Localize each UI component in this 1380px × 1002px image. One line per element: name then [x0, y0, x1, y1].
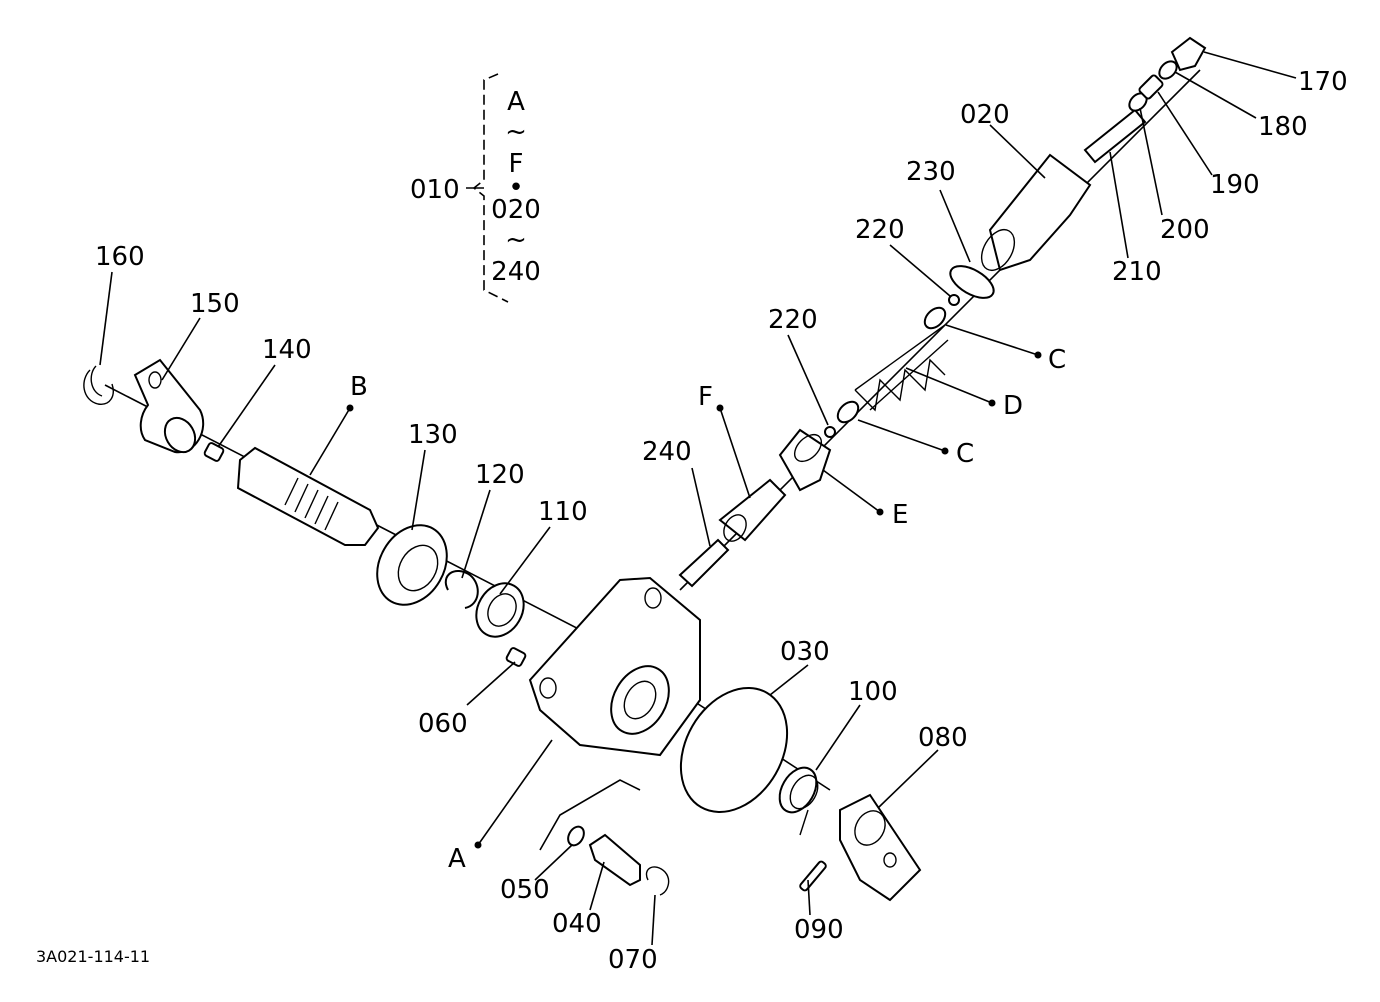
- part-230-o-ring: [949, 265, 995, 299]
- label-130: 130: [408, 420, 458, 450]
- callout-labels: 160 150 140 B 130 120 110 060 A 050 040 …: [95, 67, 1348, 975]
- label-060: 060: [418, 709, 468, 739]
- label-240: 240: [642, 437, 692, 467]
- label-040: 040: [552, 909, 602, 939]
- label-090: 090: [794, 915, 844, 945]
- part-C-retainer-upper: [923, 306, 947, 330]
- label-140: 140: [262, 335, 312, 365]
- bracket-line-2: F: [509, 149, 524, 179]
- bracket-line-0: A: [507, 87, 525, 117]
- label-A: A: [448, 844, 466, 874]
- label-110: 110: [538, 497, 588, 527]
- part-180-washer: [1158, 60, 1178, 80]
- part-070-clip: [645, 866, 670, 896]
- bracket-line-1: ~: [505, 117, 527, 147]
- bracket-line-5: ~: [505, 225, 527, 255]
- part-040-valve: [588, 833, 641, 887]
- label-200: 200: [1160, 215, 1210, 245]
- bracket-line-3: •: [508, 173, 523, 203]
- part-170-cap-nut: [1170, 36, 1207, 72]
- part-220-ball-upper: [948, 294, 960, 306]
- part-C-retainer-lower: [836, 400, 860, 424]
- part-050-o-ring: [567, 825, 585, 847]
- label-010: 010: [410, 175, 460, 205]
- label-C-upper: C: [1048, 345, 1066, 375]
- part-030-o-ring: [679, 687, 789, 813]
- part-150-lever: [133, 358, 205, 454]
- part-160-circlip: [83, 365, 114, 405]
- part-060-plug: [505, 647, 527, 667]
- part-140-plug: [203, 442, 225, 462]
- part-F-plunger: [718, 478, 787, 542]
- label-F: F: [698, 382, 713, 412]
- part-E-seat: [778, 428, 832, 492]
- label-210: 210: [1112, 257, 1162, 287]
- part-240-valve-stem: [678, 538, 730, 588]
- label-080: 080: [918, 723, 968, 753]
- label-020: 020: [960, 100, 1010, 130]
- drawing-code: 3A021-114-11: [36, 947, 150, 966]
- part-D-spring: [854, 324, 949, 412]
- part-090-pin: [799, 860, 827, 892]
- label-190: 190: [1210, 170, 1260, 200]
- part-020-holder: [980, 153, 1092, 272]
- label-050: 050: [500, 875, 550, 905]
- label-100: 100: [848, 677, 898, 707]
- label-220-lower: 220: [768, 305, 818, 335]
- part-190-nut: [1138, 74, 1164, 100]
- label-030: 030: [780, 637, 830, 667]
- label-C-lower: C: [956, 439, 974, 469]
- part-220-ball-lower: [824, 426, 836, 438]
- part-130-seal: [376, 524, 448, 606]
- part-120-snap-ring: [444, 570, 479, 609]
- label-D: D: [1003, 391, 1023, 421]
- leader-lines: [99, 51, 1297, 946]
- label-180: 180: [1258, 112, 1308, 142]
- part-110-washer: [475, 582, 525, 638]
- label-120: 120: [475, 460, 525, 490]
- label-220-upper: 220: [855, 215, 905, 245]
- part-B-shaft: [236, 446, 380, 546]
- part-100-spring: [778, 766, 819, 836]
- bracket-line-6: 240: [491, 257, 541, 287]
- label-150: 150: [190, 289, 240, 319]
- part-080-lever: [839, 793, 922, 902]
- label-170: 170: [1298, 67, 1348, 97]
- label-160: 160: [95, 242, 145, 272]
- bracket-010: 010 A ~ F • 020 ~ 240: [410, 73, 541, 303]
- label-070: 070: [608, 945, 658, 975]
- label-230: 230: [906, 157, 956, 187]
- bracket-line-4: 020: [491, 195, 541, 225]
- part-210-stud: [1083, 108, 1147, 164]
- label-B: B: [350, 372, 368, 402]
- label-E: E: [892, 500, 908, 530]
- part-A-housing: [528, 576, 701, 757]
- callout-dots: [346, 351, 1042, 849]
